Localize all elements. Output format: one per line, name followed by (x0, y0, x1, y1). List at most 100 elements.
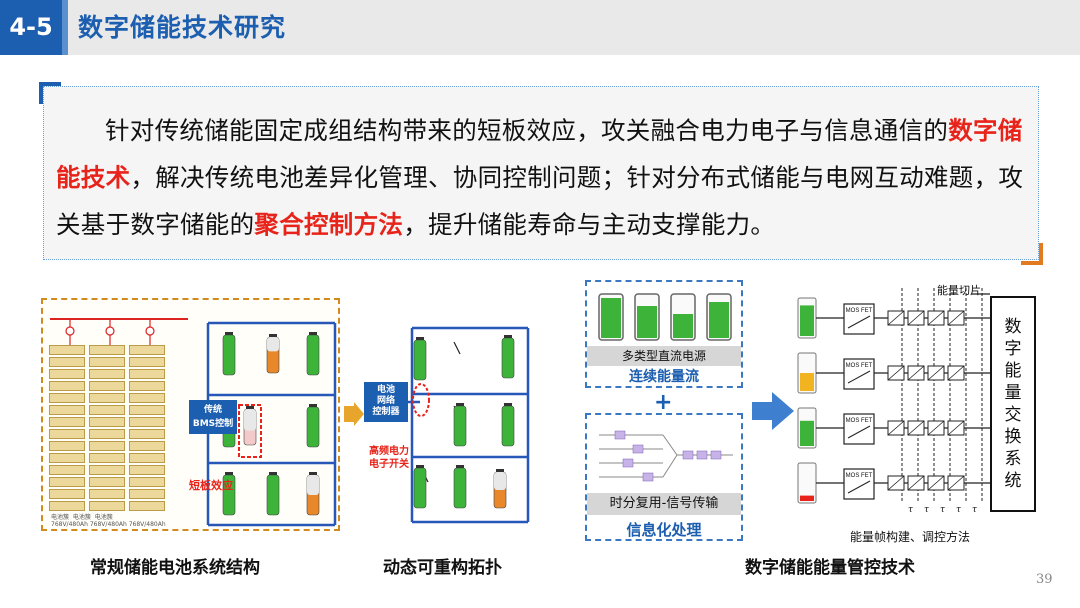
caption-reconfigurable-topology: 动态可重构拓扑 (383, 558, 502, 578)
svg-text:MOS FET: MOS FET (846, 473, 873, 479)
battery-module (49, 357, 85, 367)
module-row (49, 369, 167, 380)
module-row (49, 465, 167, 476)
svg-text:MOS FET: MOS FET (846, 418, 873, 424)
header-accent-bar (62, 0, 68, 55)
battery-module-array (49, 345, 169, 515)
module-row (49, 501, 167, 512)
battery-module (129, 441, 165, 451)
busbar-diagram (50, 318, 188, 349)
exchange-system-char: 交 (1004, 405, 1022, 425)
cluster-spec: 768V/480Ah (128, 521, 166, 528)
battery-module (129, 369, 165, 379)
slide-title: 数字储能技术研究 (78, 13, 287, 42)
conventional-structure-diagram: 电池簇 电池簇 电池簇 768V/480Ah 768V/480Ah 768V/4… (41, 298, 340, 531)
cluster-spec: 768V/480Ah (51, 521, 88, 528)
battery-module (129, 501, 165, 511)
exchange-system-char: 系 (1004, 449, 1022, 469)
battery-module (129, 417, 165, 427)
battery-module (49, 489, 85, 499)
battery-module (49, 477, 85, 487)
battery-module (129, 429, 165, 439)
battery-cell-icon (493, 469, 507, 509)
section-number: 4-5 (0, 0, 62, 55)
cluster-spec-labels: 电池簇 电池簇 电池簇 768V/480Ah 768V/480Ah 768V/4… (51, 514, 176, 528)
module-row (49, 357, 167, 368)
continuous-flow-label: 连续能量流 (629, 369, 699, 385)
battery-module (129, 405, 165, 415)
digital-energy-exchange-system: 数字能量交换系统 (990, 296, 1036, 512)
exchange-system-char: 字 (1004, 339, 1022, 359)
intro-paragraph: 针对传统储能固定成组结构带来的短板效应，攻关融合电力电子与信息通信的数字储能技术… (56, 107, 1026, 248)
battery-module (89, 405, 125, 415)
battery-module (89, 501, 125, 511)
battery-cell-icon (222, 472, 236, 516)
battery-cell-icon (453, 465, 467, 509)
battery-cell-icon (453, 403, 467, 447)
battery-module (89, 381, 125, 391)
module-row (49, 345, 167, 356)
svg-text:τ: τ (940, 505, 946, 515)
intro-text-part1: 针对传统储能固定成组结构带来的短板效应，攻关融合电力电子与信息通信的 (105, 116, 949, 145)
high-frequency-switch-label: 高频电力电子开关 (364, 445, 414, 471)
highlight-digital-storage: 数字储能技术 (56, 116, 1023, 192)
battery-module (89, 369, 125, 379)
battery-module (129, 393, 165, 403)
tdm-label: 时分复用-信号传输 (587, 493, 741, 515)
battery-network-controller: 电池网络控制器 (364, 382, 408, 422)
corner-decoration-bottom-right (1021, 243, 1043, 265)
energy-row: MOS FET (797, 352, 990, 394)
module-row (49, 441, 167, 452)
series-battery-grid (206, 321, 337, 527)
battery-module (49, 405, 85, 415)
tdm-signal-box: 时分复用-信号传输 信息化处理 (585, 413, 743, 541)
battery-module (129, 453, 165, 463)
svg-text:τ: τ (956, 505, 962, 515)
energy-row: MOS FET (797, 407, 990, 449)
battery-cell-icon (306, 332, 320, 376)
module-row (49, 453, 167, 464)
battery-cell-icon (306, 404, 320, 448)
battery-module (89, 465, 125, 475)
exchange-system-label: 数字能量交换系统 (992, 316, 1034, 492)
battery-module (89, 357, 125, 367)
module-row (49, 489, 167, 500)
energy-slice-label: 能量切片 (937, 284, 981, 297)
battery-module (49, 465, 85, 475)
battery-module (49, 393, 85, 403)
battery-cell-icon (266, 334, 280, 374)
battery-level-icons (598, 293, 732, 341)
dc-source-label: 多类型直流电源 (587, 346, 741, 366)
battery-module (49, 441, 85, 451)
battery-module (129, 489, 165, 499)
short-board-label: 短板效应 (189, 479, 233, 492)
battery-module (89, 453, 125, 463)
battery-module (129, 465, 165, 475)
exchange-system-char: 数 (1004, 317, 1022, 337)
battery-cell-icon (222, 332, 236, 376)
dc-source-box: 多类型直流电源 连续能量流 (585, 280, 743, 388)
controller-line1: 电池 (376, 385, 395, 395)
exchange-system-char: 能 (1004, 361, 1022, 381)
page-number: 39 (1036, 572, 1053, 587)
highlight-aggregate-control: 聚合控制方法 (254, 210, 404, 239)
battery-module (89, 441, 125, 451)
svg-text:τ: τ (972, 505, 978, 515)
reconfigurable-topology-diagram: 电池网络控制器 高频电力电子开关 (364, 322, 530, 532)
battery-module (89, 429, 125, 439)
intro-text-part3: ，提升储能寿命与主动支撑能力。 (403, 210, 776, 239)
battery-module (89, 417, 125, 427)
intro-box (43, 86, 1039, 260)
battery-cell-icon (266, 472, 280, 516)
battery-cell-icon (243, 406, 257, 446)
battery-module (89, 477, 125, 487)
battery-module (49, 501, 85, 511)
module-row (49, 429, 167, 440)
info-processing-label: 信息化处理 (626, 521, 702, 539)
battery-module (49, 369, 85, 379)
controller-line3: 控制器 (372, 407, 400, 417)
battery-cell-icon (413, 465, 427, 509)
exchange-system-char: 换 (1004, 427, 1022, 447)
